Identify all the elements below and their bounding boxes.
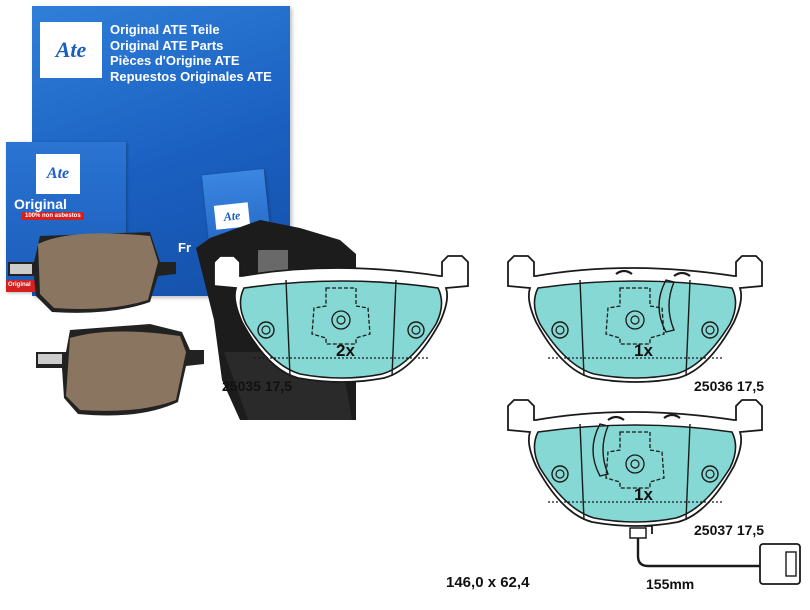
leaflet-ate-logo: Ate [36, 154, 80, 194]
pad-25035-label: 25035 17,5 [222, 378, 292, 394]
box-text-block: Original ATE Teile Original ATE Parts Pi… [110, 22, 290, 84]
leaflet-title: Original [14, 196, 67, 212]
photo-pad-lower [36, 324, 204, 416]
box-line-fr: Pièces d'Origine ATE [110, 53, 240, 68]
ate-logo-text: Ate [55, 37, 87, 62]
box-line-en: Original ATE Parts [110, 37, 224, 53]
pad-25035-part: 25035 [222, 378, 261, 394]
box-line-de: Original ATE Teile [110, 22, 220, 37]
pad-25037-part: 25037 [694, 522, 733, 538]
pad-25036-part: 25036 [694, 378, 733, 394]
ate-logo: Ate [40, 22, 102, 78]
leaflet-red-tag: Original [6, 280, 40, 292]
leaflet-red-tag-text: Original [8, 282, 31, 288]
pad-25037-label: 25037 17,5 [694, 522, 764, 538]
pad-25036-label: 25036 17,5 [694, 378, 764, 394]
pad-25036-qty: 1x [634, 341, 653, 360]
pad-25035-thickness: 17,5 [264, 378, 293, 394]
pad-25037-qty: 1x [634, 485, 653, 504]
leaflet-logo-text: Ate [46, 165, 70, 182]
pad-25036-thickness: 17,5 [736, 378, 765, 394]
drawing-pad-25035 [213, 255, 469, 383]
photo-pad-top [8, 232, 176, 313]
drawing-pad-25037 [507, 399, 763, 527]
box-side-text: Fr [178, 240, 191, 255]
sensor-length: 155mm [646, 576, 695, 592]
pad-25035-qty: 2x [336, 341, 355, 360]
wear-sensor [629, 525, 801, 585]
pad-25037-thickness: 17,5 [736, 522, 765, 538]
box-line-es: Repuestos Originales ATE [110, 68, 272, 84]
asbestos-badge: 100% non asbestos [22, 212, 84, 220]
pad-dimensions: 146,0 x 62,4 [446, 574, 530, 591]
drawing-pad-25036 [507, 255, 763, 383]
